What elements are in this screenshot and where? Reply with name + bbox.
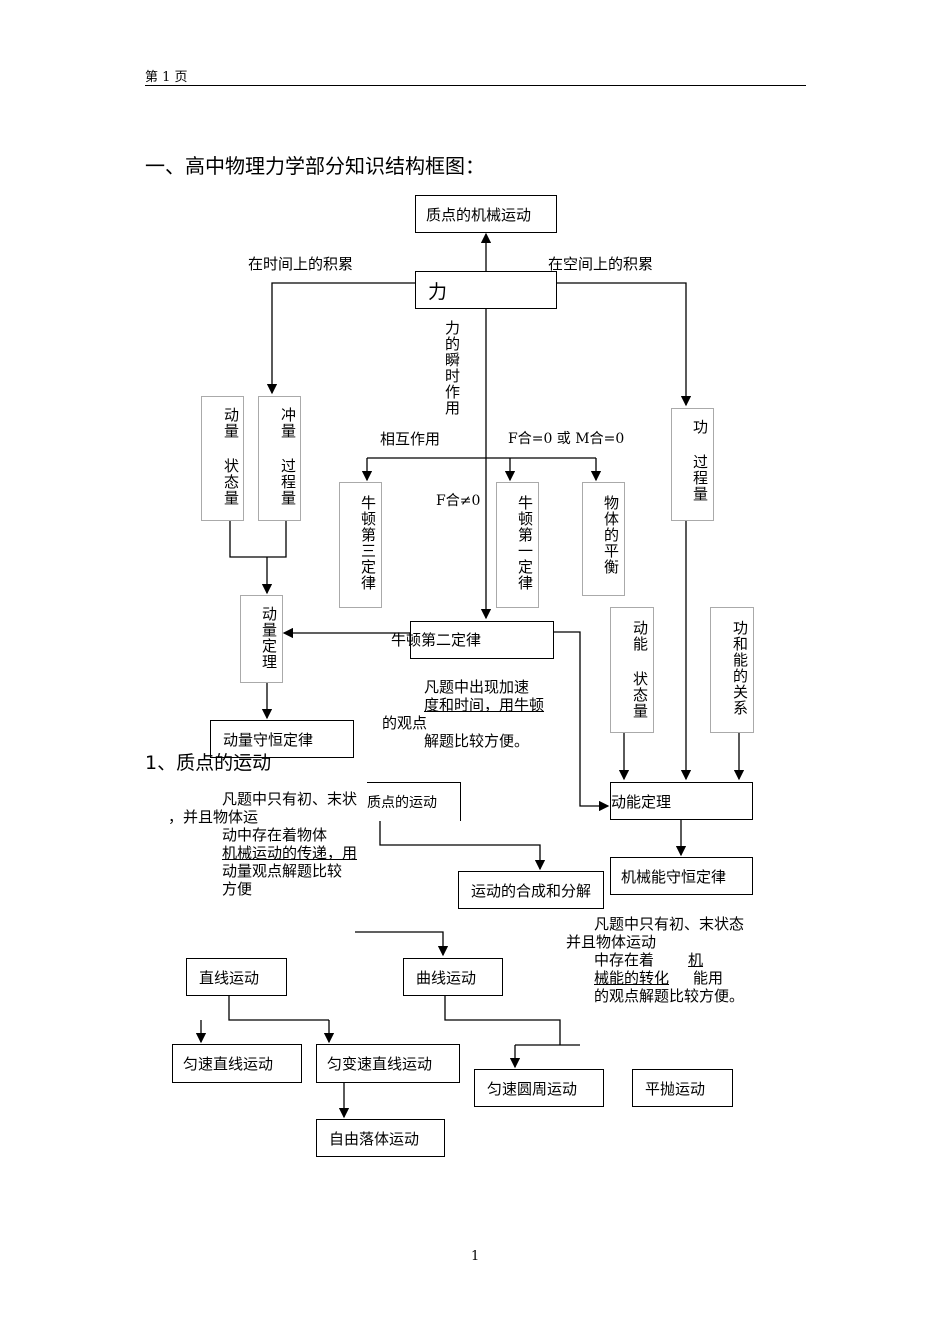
node-linear-motion: 直线运动: [186, 958, 287, 996]
node-kinetic-theorem: 动能定理: [610, 782, 753, 820]
node-force: 力: [415, 271, 557, 309]
page-header: 第 1 页: [145, 70, 188, 85]
node-equilibrium: 物体的平衡: [582, 482, 625, 596]
node-mech-energy-conservation: 机械能守恒定律: [610, 857, 753, 895]
page-title: 一、高中物理力学部分知识结构框图：: [145, 154, 485, 178]
node-circular: 匀速圆周运动: [474, 1069, 604, 1107]
page-number: 1: [471, 1249, 480, 1264]
note-newton: 凡题中出现加速 度和时间，用牛顿 的观点 解题比较方便。: [382, 678, 545, 750]
label-time-accumulation: 在时间上的积累: [248, 255, 354, 273]
node-momentum-conservation: 动量守恒定律: [210, 720, 354, 758]
node-newton-third-law: 牛顿第三定律: [339, 482, 382, 608]
node-work: 功 过程量: [671, 408, 714, 521]
node-uniform-linear: 匀速直线运动: [172, 1044, 302, 1083]
node-particle-motion: 质点的机械运动: [415, 195, 557, 233]
note-energy: 凡题中只有初、末状态 并且物体运动 中存在着机 械能的转化能用 的观点解题比较方…: [566, 915, 745, 1005]
node-kinetic-energy: 动能 状态量: [610, 607, 654, 733]
label-space-accumulation: 在空间上的积累: [548, 255, 654, 273]
node-composition: 运动的合成和分解: [458, 871, 604, 909]
node-momentum: 动量 状态量: [201, 396, 244, 521]
node-momentum-theorem: 动量定理: [240, 595, 283, 683]
label-instant-action: 力的瞬时作用: [443, 320, 461, 416]
node-uniform-accel: 匀变速直线运动: [316, 1044, 460, 1083]
node-impulse: 冲量 过程量: [258, 396, 301, 521]
section-heading: 1、质点的运动: [145, 752, 272, 774]
node-work-energy-relation: 功和能的关系: [710, 607, 754, 733]
node-newton-first-law: 牛顿第一定律: [496, 482, 539, 608]
label-net-force-zero: F合=0 或 M合=0: [508, 431, 625, 447]
node-free-fall: 自由落体运动: [316, 1119, 445, 1157]
note-momentum: 凡题中只有初、末状 ，并且物体运 动中存在着物体 机械运动的传递，用 动量观点解…: [168, 790, 358, 898]
node-curved-motion: 曲线运动: [403, 958, 503, 996]
node-newton-second-law: 牛顿第二定律: [391, 621, 554, 659]
header-rule: [145, 85, 806, 86]
node-point-motion: 质点的运动: [367, 782, 461, 821]
label-interaction: 相互作用: [380, 430, 441, 448]
label-net-force-nonzero: F合≠0: [436, 493, 481, 509]
node-projectile: 平抛运动: [632, 1069, 733, 1107]
